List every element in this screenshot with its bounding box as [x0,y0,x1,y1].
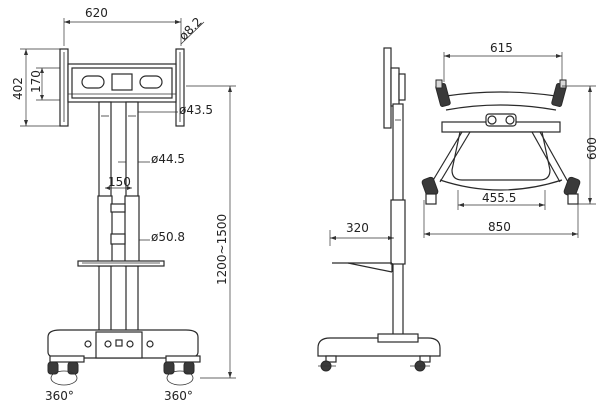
side-view: 320 [317,47,441,372]
label-height-top: 402 [11,77,25,100]
front-base [47,329,199,359]
label-shelf-depth: 320 [346,221,369,235]
label-mount-width: 615 [490,41,513,55]
dim-mount-width: 615 [443,41,563,82]
top-shelf [441,113,561,181]
twin-columns [97,101,140,335]
label-base-width: 850 [488,220,511,234]
label-width: 620 [85,6,108,20]
front-shelf [77,260,165,267]
dim-shelf-width: 455.5 [457,190,546,210]
label-rotation-right: 360° [164,389,193,403]
dim-shelf-depth: 320 [329,221,394,246]
dim-depth: 600 [562,85,599,205]
side-screen-mount [383,47,406,129]
side-shelf [332,262,393,273]
label-spacing: 150 [108,175,131,189]
side-base [317,333,441,372]
dim-width-620: 620 [63,6,182,46]
label-shelf-width: 455.5 [482,191,516,205]
top-legs [421,131,581,205]
top-bracket [435,79,567,111]
label-bolt-dia: ø8.2 [176,15,205,44]
label-depth: 600 [585,137,599,160]
front-casters [47,355,201,386]
vesa-mount [59,48,185,127]
label-height-range: 1200~1500 [215,214,229,285]
dim-base-width: 850 [423,200,579,238]
label-tube-mid: ø44.5 [151,152,185,166]
label-tube-top: ø43.5 [179,103,213,117]
label-tube-low: ø50.8 [151,230,185,244]
label-rotation-left: 360° [45,389,74,403]
label-height-inner: 170 [29,70,43,93]
dim-height-402: 402 [11,48,60,127]
dim-height-range: 1200~1500 [186,85,236,379]
front-view: 620 ø8.2 402 170 [11,6,236,403]
top-view: 615 [421,41,599,238]
dim-height-170: 170 [29,67,60,101]
